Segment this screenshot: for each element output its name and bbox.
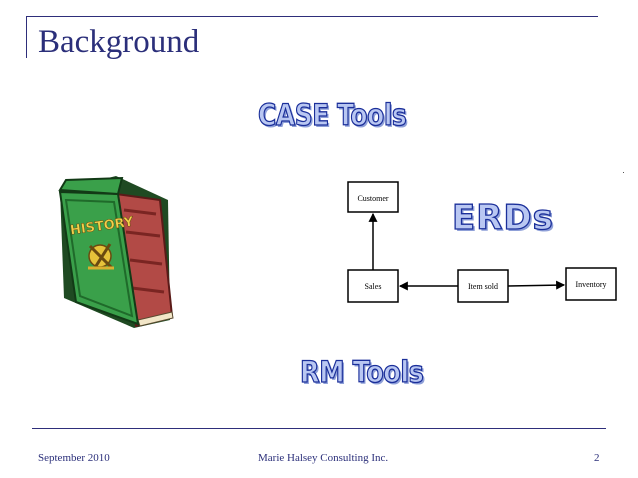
- stray-dot: [623, 172, 624, 173]
- top-rule: [26, 16, 598, 17]
- left-rule: [26, 16, 27, 58]
- entity-sales: [347, 269, 399, 303]
- slide-title: Background: [38, 24, 200, 60]
- relation-itemsold-inventory: [507, 280, 566, 290]
- bottom-rule: [32, 428, 606, 429]
- entity-inventory-label: Inventory: [575, 280, 606, 289]
- footer-company: Marie Halsey Consulting Inc.: [258, 452, 389, 464]
- rm-tools-wordart: RM Tools: [299, 354, 424, 389]
- entity-customer-label: Customer: [357, 194, 388, 203]
- footer-page-number: 2: [594, 452, 600, 464]
- case-tools-wordart: CASE Tools: [257, 97, 407, 132]
- erds-wordart: ERDs: [451, 197, 554, 238]
- entity-item-sold: [457, 269, 509, 303]
- footer-date: September 2010: [38, 452, 110, 464]
- erd-diagram: Customer Sales Item sold Inventory: [347, 181, 617, 303]
- entity-item-sold-label: Item sold: [468, 282, 498, 291]
- entity-customer: [347, 181, 399, 213]
- entity-inventory: [565, 267, 617, 301]
- entity-sales-label: Sales: [365, 282, 382, 291]
- history-book-clipart: HISTORY: [58, 176, 174, 328]
